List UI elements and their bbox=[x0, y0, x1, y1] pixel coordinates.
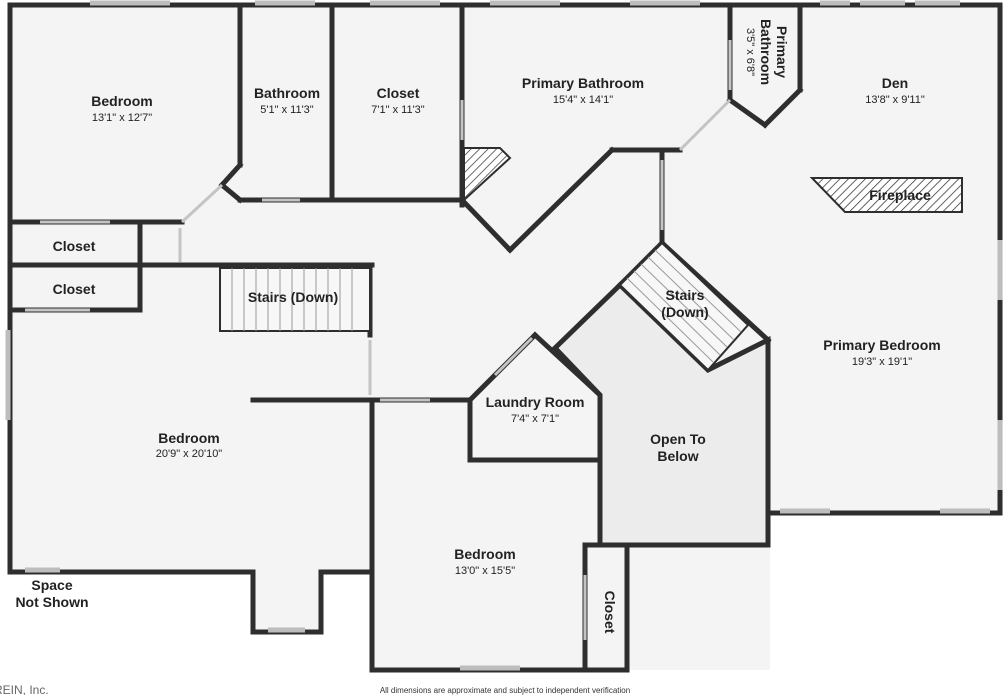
primary-bedroom-dim: 19'3" x 19'1" bbox=[852, 356, 912, 368]
stairs-left bbox=[219, 267, 371, 332]
bedroom-west-dim: 20'9" x 20'10" bbox=[156, 448, 223, 460]
closet-left2-label: Closet bbox=[53, 281, 96, 297]
fireplace-hatch bbox=[809, 177, 963, 213]
bedroom-south-label: Bedroom bbox=[454, 546, 515, 562]
primary-bathroom-label: Primary Bathroom bbox=[522, 75, 644, 91]
den-label: Den bbox=[882, 75, 908, 91]
room-labels: Bedroom 13'1" x 12'7" Bathroom 5'1" x 11… bbox=[15, 19, 940, 634]
space-not-shown-line-1: Space bbox=[31, 577, 72, 593]
fireplace-label: Fireplace bbox=[869, 187, 931, 203]
windows bbox=[5, 0, 1003, 671]
stairs-left-label: Stairs (Down) bbox=[248, 289, 338, 305]
open-below-label-1: Open To bbox=[650, 431, 706, 447]
bedroom-south-dim: 13'0" x 15'5" bbox=[455, 565, 515, 577]
primary-bathroom-dim: 15'4" x 14'1" bbox=[553, 94, 613, 106]
bathroom-dim: 5'1" x 11'3" bbox=[260, 104, 313, 116]
primary-bathroom-small-label-1: Primary bbox=[774, 26, 790, 78]
open-below-label-2: Below bbox=[657, 448, 698, 464]
door-openings bbox=[25, 40, 732, 640]
stairs-center-label-1: Stairs bbox=[666, 287, 705, 303]
stairs-center-label-2: (Down) bbox=[661, 304, 708, 320]
bedroom-nw-label: Bedroom bbox=[91, 93, 152, 109]
closet-top-dim: 7'1" x 11'3" bbox=[371, 104, 424, 116]
laundry-label: Laundry Room bbox=[486, 394, 585, 410]
stairs-center bbox=[618, 241, 750, 372]
space-not-shown-line-2: Not Shown bbox=[15, 594, 88, 610]
primary-bathroom-small-dim: 3'5" x 6'8" bbox=[744, 28, 756, 76]
bedroom-west-label: Bedroom bbox=[158, 430, 219, 446]
closet-left1-label: Closet bbox=[53, 238, 96, 254]
closet-south-label: Closet bbox=[602, 591, 618, 634]
primary-bathroom-small-label-2: Bathroom bbox=[758, 19, 774, 85]
disclaimer-text: All dimensions are approximate and subje… bbox=[380, 686, 630, 695]
bathroom-label: Bathroom bbox=[254, 85, 320, 101]
closet-top-label: Closet bbox=[377, 85, 420, 101]
primary-bedroom-label: Primary Bedroom bbox=[823, 337, 940, 353]
laundry-dim: 7'4" x 7'1" bbox=[511, 413, 559, 425]
watermark-text: REIN, Inc. bbox=[0, 683, 49, 695]
den-dim: 13'8" x 9'11" bbox=[865, 94, 925, 106]
bedroom-nw-dim: 13'1" x 12'7" bbox=[92, 112, 152, 124]
shower-hatch bbox=[463, 147, 512, 203]
